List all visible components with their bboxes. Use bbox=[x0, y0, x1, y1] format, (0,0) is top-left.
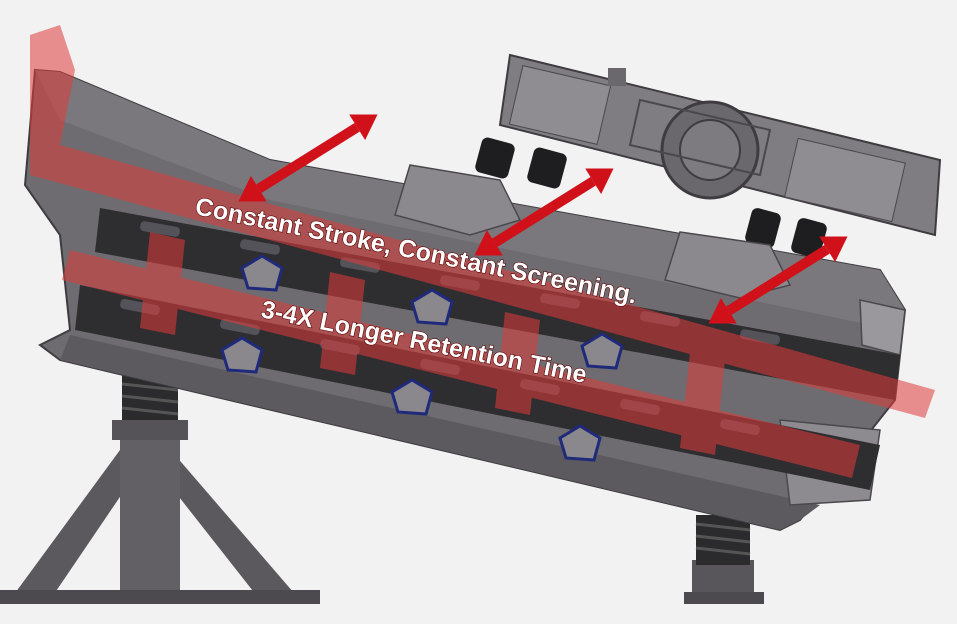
stroke-arrow-3 bbox=[708, 236, 848, 324]
drive-coil-springs bbox=[475, 137, 827, 258]
left-support-stand bbox=[0, 420, 320, 604]
drive-assembly bbox=[498, 53, 942, 237]
stroke-arrows bbox=[238, 114, 848, 324]
material-flow-bands bbox=[30, 25, 935, 478]
stroke-arrow-2 bbox=[474, 168, 614, 256]
right-coil-spring bbox=[695, 515, 751, 565]
drive-mount-pads bbox=[394, 164, 792, 299]
right-support bbox=[684, 560, 764, 604]
stroke-arrow-1 bbox=[238, 114, 378, 202]
deck-clamps bbox=[220, 254, 624, 462]
